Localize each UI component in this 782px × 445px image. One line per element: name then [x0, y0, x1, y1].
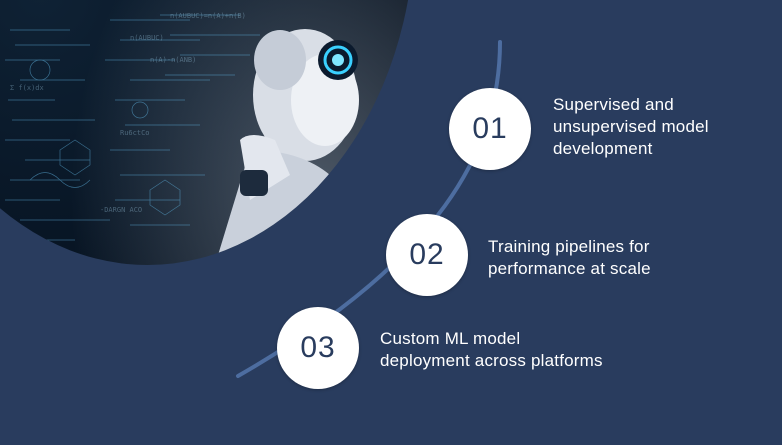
step-02-line-2: performance at scale — [488, 259, 651, 278]
step-03-number-circle: 03 — [277, 307, 359, 389]
svg-text:Σ f(x)dx: Σ f(x)dx — [10, 84, 44, 92]
step-03-line-2: deployment across platforms — [380, 351, 603, 370]
step-03-line-1: Custom ML model — [380, 329, 521, 348]
svg-text:n(A)-n(ANB): n(A)-n(ANB) — [150, 56, 196, 64]
step-02-number: 02 — [409, 238, 445, 271]
step-01-line-3: development — [553, 139, 653, 158]
step-01-number: 01 — [472, 112, 508, 145]
step-03-text: Custom ML model deployment across platfo… — [380, 328, 603, 372]
svg-text:-DARGN ACO: -DARGN ACO — [100, 206, 142, 214]
step-01-line-1: Supervised and — [553, 95, 674, 114]
formula-board-illustration: n(AUBUC)=n(A)+n(B) n(AUBUC) n(A)-n(ANB) … — [5, 12, 360, 265]
step-01-text: Supervised and unsupervised model develo… — [553, 94, 709, 160]
ai-robot-photo: n(AUBUC)=n(A)+n(B) n(AUBUC) n(A)-n(ANB) … — [0, 0, 415, 265]
svg-text:n(AUBUC): n(AUBUC) — [130, 34, 164, 42]
robot-figure — [215, 29, 360, 265]
svg-text:Ru6ctCo: Ru6ctCo — [120, 129, 150, 137]
step-01-number-circle: 01 — [449, 88, 531, 170]
step-03-number: 03 — [300, 331, 336, 364]
step-02-line-1: Training pipelines for — [488, 237, 650, 256]
step-01-line-2: unsupervised model — [553, 117, 709, 136]
step-02-text: Training pipelines for performance at sc… — [488, 236, 651, 280]
svg-text:n(AUBUC)=n(A)+n(B): n(AUBUC)=n(A)+n(B) — [170, 12, 246, 20]
step-02-number-circle: 02 — [386, 214, 468, 296]
